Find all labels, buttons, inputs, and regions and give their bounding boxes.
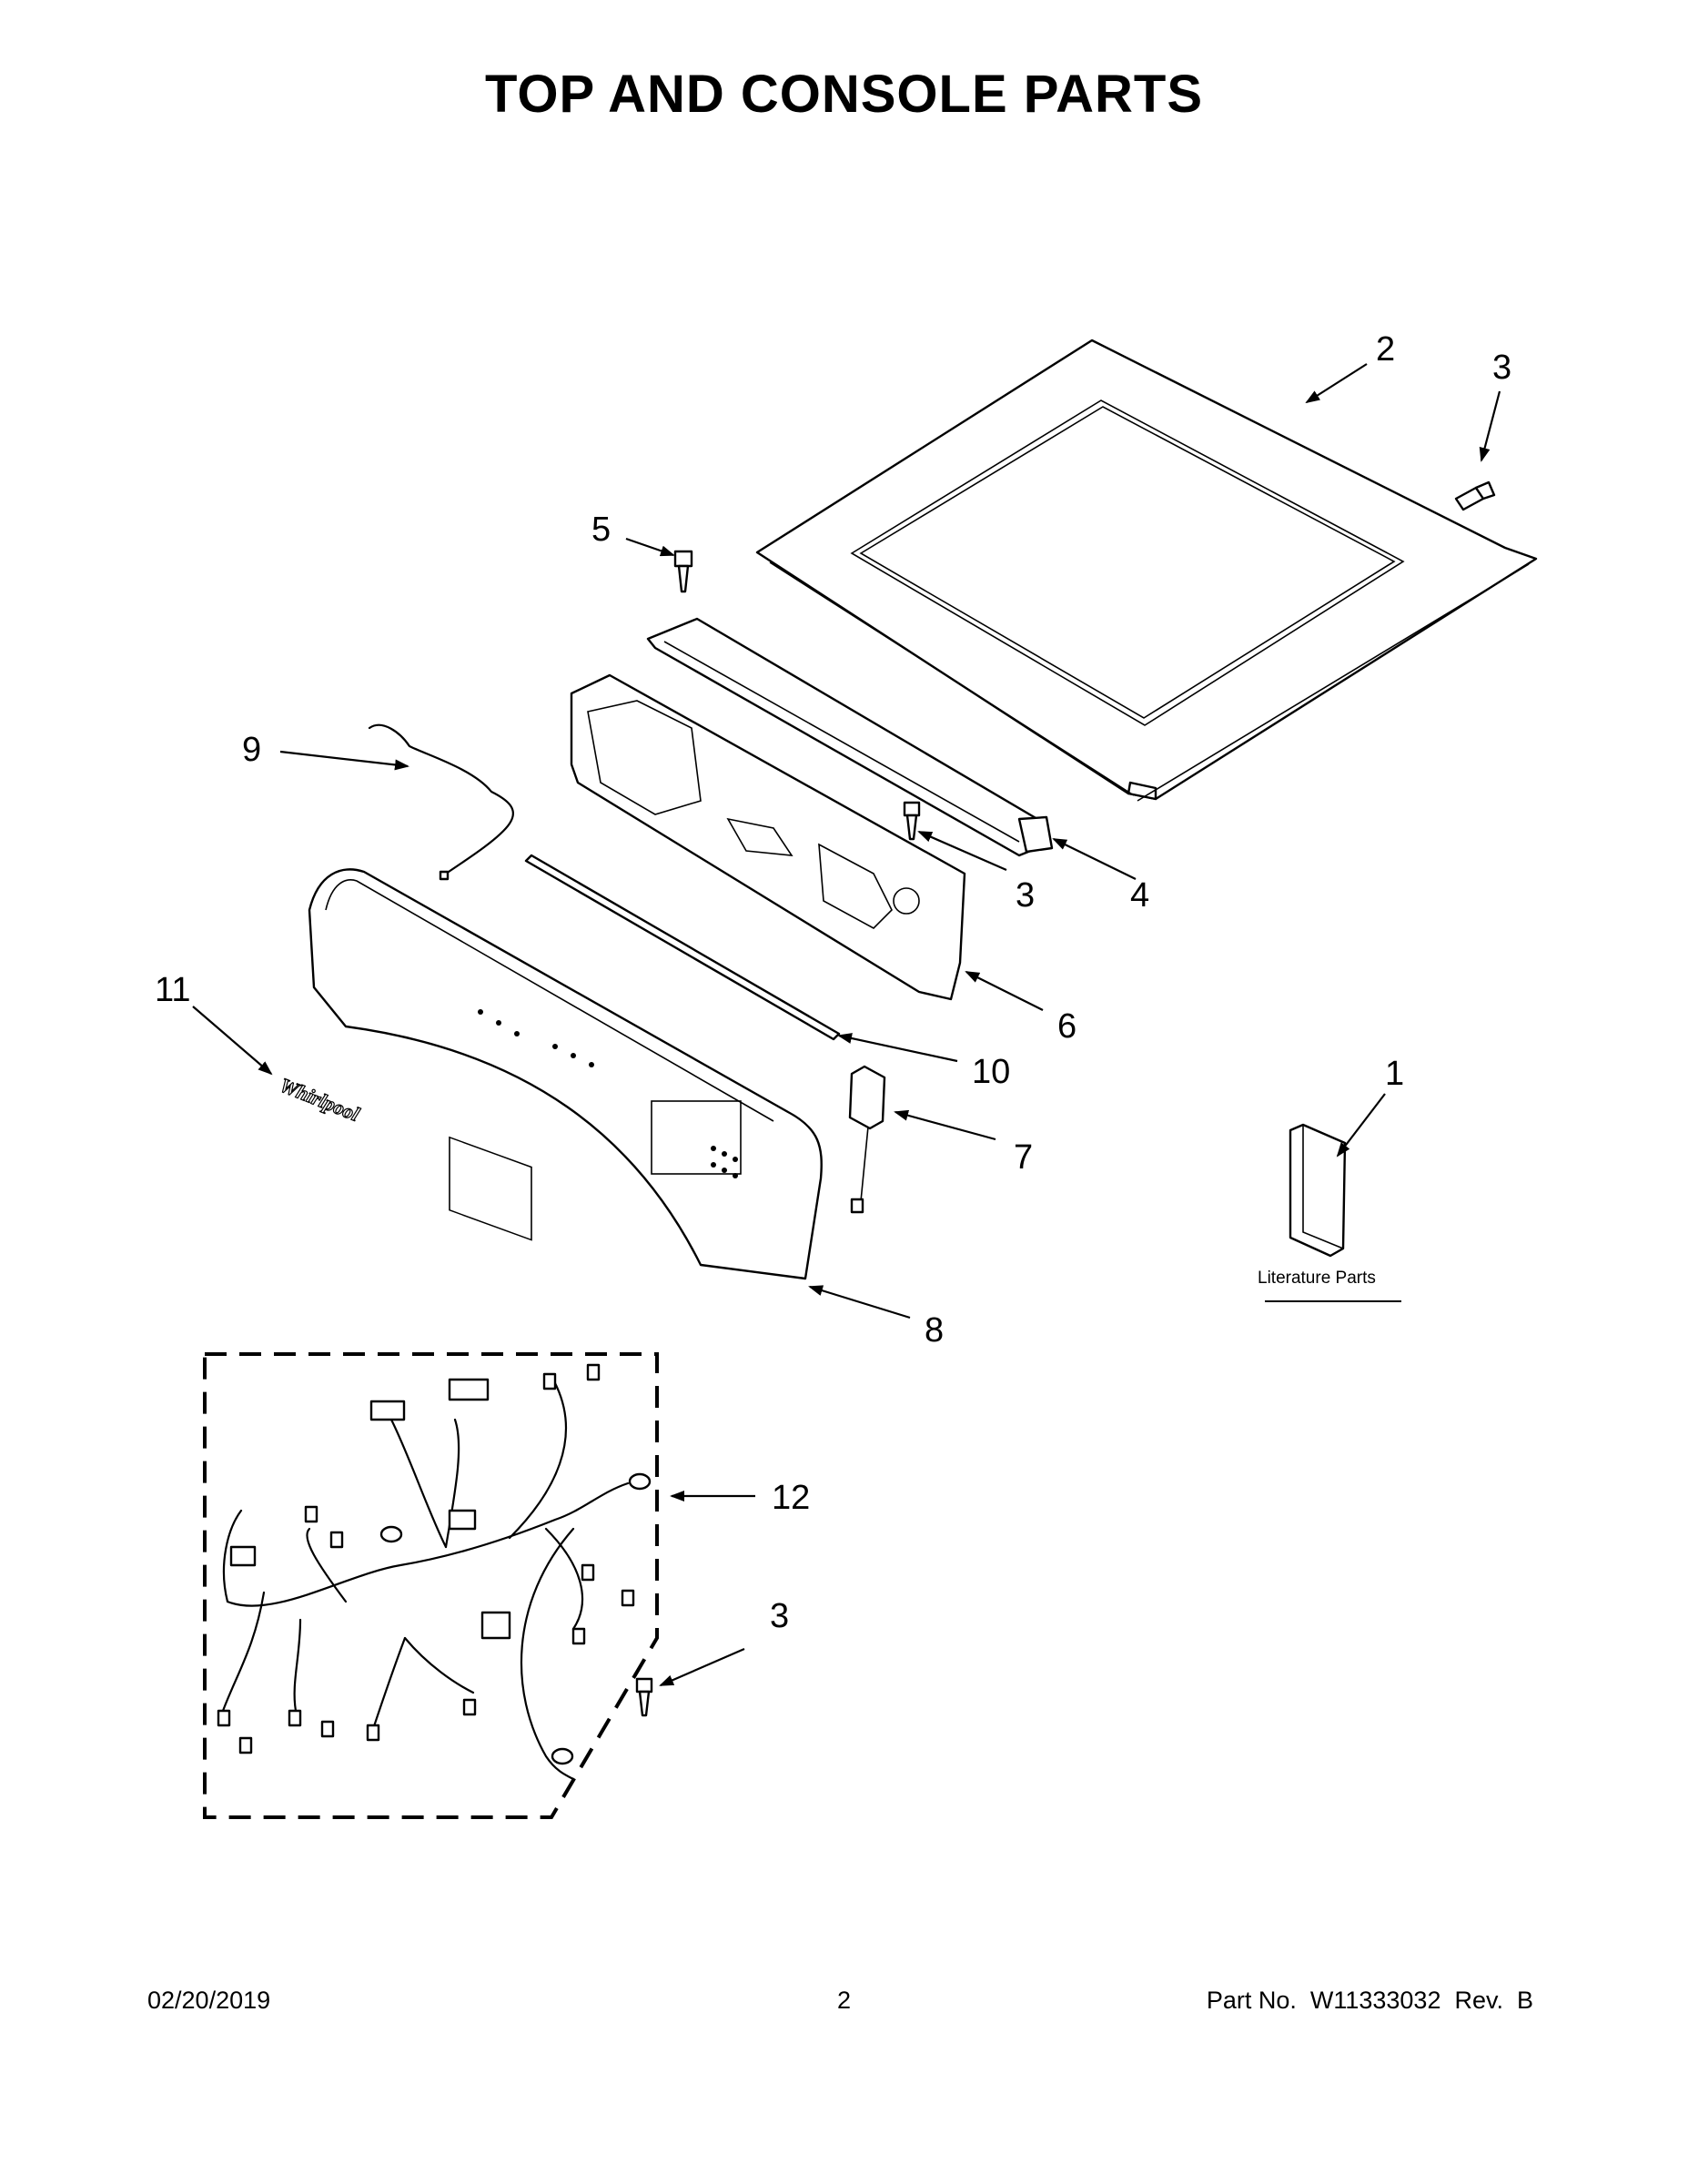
literature-parts-label: Literature Parts (1258, 1269, 1376, 1288)
arrow-2 (1305, 363, 1368, 404)
callout-8: 8 (925, 1311, 944, 1350)
logo-text: Whirlpool (277, 1073, 363, 1126)
callout-10: 10 (972, 1053, 1010, 1091)
callout-3-top: 3 (1492, 349, 1511, 387)
console-panel-part (308, 868, 823, 1280)
console-frame-part (570, 673, 966, 1001)
arrow-3a (1479, 390, 1501, 462)
whirlpool-logo-badge: Whirlpool (277, 1073, 364, 1127)
arrow-1 (1336, 1093, 1386, 1158)
top-panel-part (755, 339, 1538, 802)
callout-3-bottom: 3 (770, 1597, 789, 1635)
arrow-3c (659, 1647, 745, 1687)
callout-labels: 2 3 5 9 3 4 11 6 1 10 7 8 12 3 Literatur… (155, 330, 1511, 1635)
screw-5 (673, 550, 693, 593)
page-title: TOP AND CONSOLE PARTS (484, 65, 1204, 124)
console-bracket-part (646, 617, 1054, 857)
callout-3-middle: 3 (1016, 876, 1035, 915)
literature-part (1265, 1123, 1401, 1302)
wire-part (368, 723, 514, 881)
callout-5: 5 (591, 511, 611, 549)
arrow-3b (917, 830, 1007, 872)
callout-7: 7 (1014, 1138, 1033, 1177)
footer-date: 02/20/2019 (147, 1987, 271, 2014)
screw-middle (903, 801, 921, 841)
arrow-4 (1052, 838, 1137, 880)
console-button-dots (478, 1009, 738, 1178)
callout-9: 9 (242, 731, 261, 769)
callout-6: 6 (1057, 1007, 1076, 1046)
callout-12: 12 (772, 1479, 810, 1517)
callout-1: 1 (1385, 1055, 1404, 1093)
leader-arrows (192, 363, 1501, 1687)
arrow-9 (279, 750, 409, 771)
callout-2: 2 (1376, 330, 1395, 369)
callout-4: 4 (1130, 876, 1149, 915)
arrow-11 (192, 1006, 273, 1076)
arrow-8 (808, 1285, 911, 1320)
arrow-5 (625, 537, 675, 557)
arrow-7 (894, 1109, 996, 1141)
footer-page-number: 2 (836, 1987, 852, 2014)
sensor-part (848, 1065, 886, 1214)
arrow-6 (965, 971, 1044, 1011)
screw-top-right (1454, 480, 1496, 511)
harness-connectors (217, 1363, 652, 1765)
arrow-10 (837, 1033, 958, 1063)
callout-11: 11 (155, 971, 190, 1009)
footer-part-number: Part No. W11333032 Rev. B (1206, 1987, 1533, 2014)
screw-bottom (635, 1677, 653, 1717)
wire-harness-part (203, 1352, 659, 1819)
